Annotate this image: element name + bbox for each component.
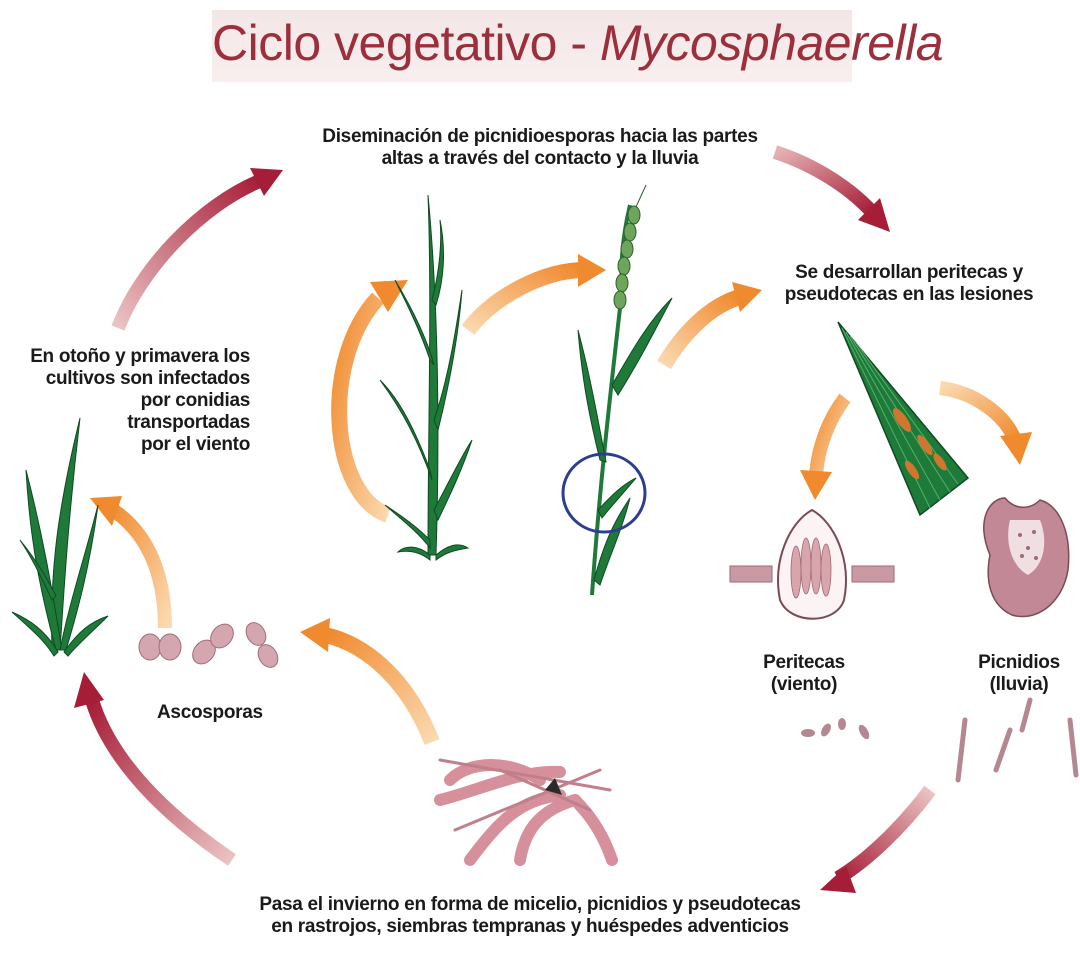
cycle-arrow-top-right xyxy=(775,152,890,232)
label-overwinter: Pasa el invierno en forma de micelio, pi… xyxy=(200,894,860,938)
label-perithecia: Peritecas (viento) xyxy=(744,652,864,696)
label-lesions: Se desarrollan peritecas y pseudotecas e… xyxy=(764,262,1054,306)
pycnidium-illustration xyxy=(958,498,1076,780)
mycelium-illustration xyxy=(440,760,612,860)
cycle-arrow-bottom-right xyxy=(820,790,930,893)
label-infection: En otoño y primavera los cultivos son in… xyxy=(10,346,250,456)
stage-arrow-to-pycnidia xyxy=(940,388,1032,465)
stage-arrow-spores-to-plant xyxy=(90,496,165,628)
stage-arrow-mycelium-to-spores xyxy=(300,618,432,742)
stage-arrow-sprout-up xyxy=(339,280,408,515)
lesion-leaf xyxy=(838,322,968,515)
heading-plant xyxy=(563,185,672,595)
young-plant-center xyxy=(380,195,472,560)
label-dissemination: Diseminación de picnidioesporas hacia la… xyxy=(290,126,790,170)
cycle-arrow-bottom-left xyxy=(74,672,232,860)
wheat-spike xyxy=(614,185,646,309)
perithecium-illustration xyxy=(730,510,894,741)
label-ascospores: Ascosporas xyxy=(157,702,297,724)
stage-arrow-to-perithecia xyxy=(800,398,845,500)
stage-arrow-to-spike xyxy=(468,254,606,330)
stage-arrow-to-lesion xyxy=(664,282,762,365)
label-pycnidia: Picnidios (lluvia) xyxy=(964,652,1074,696)
cycle-arrow-top-left xyxy=(118,168,283,328)
